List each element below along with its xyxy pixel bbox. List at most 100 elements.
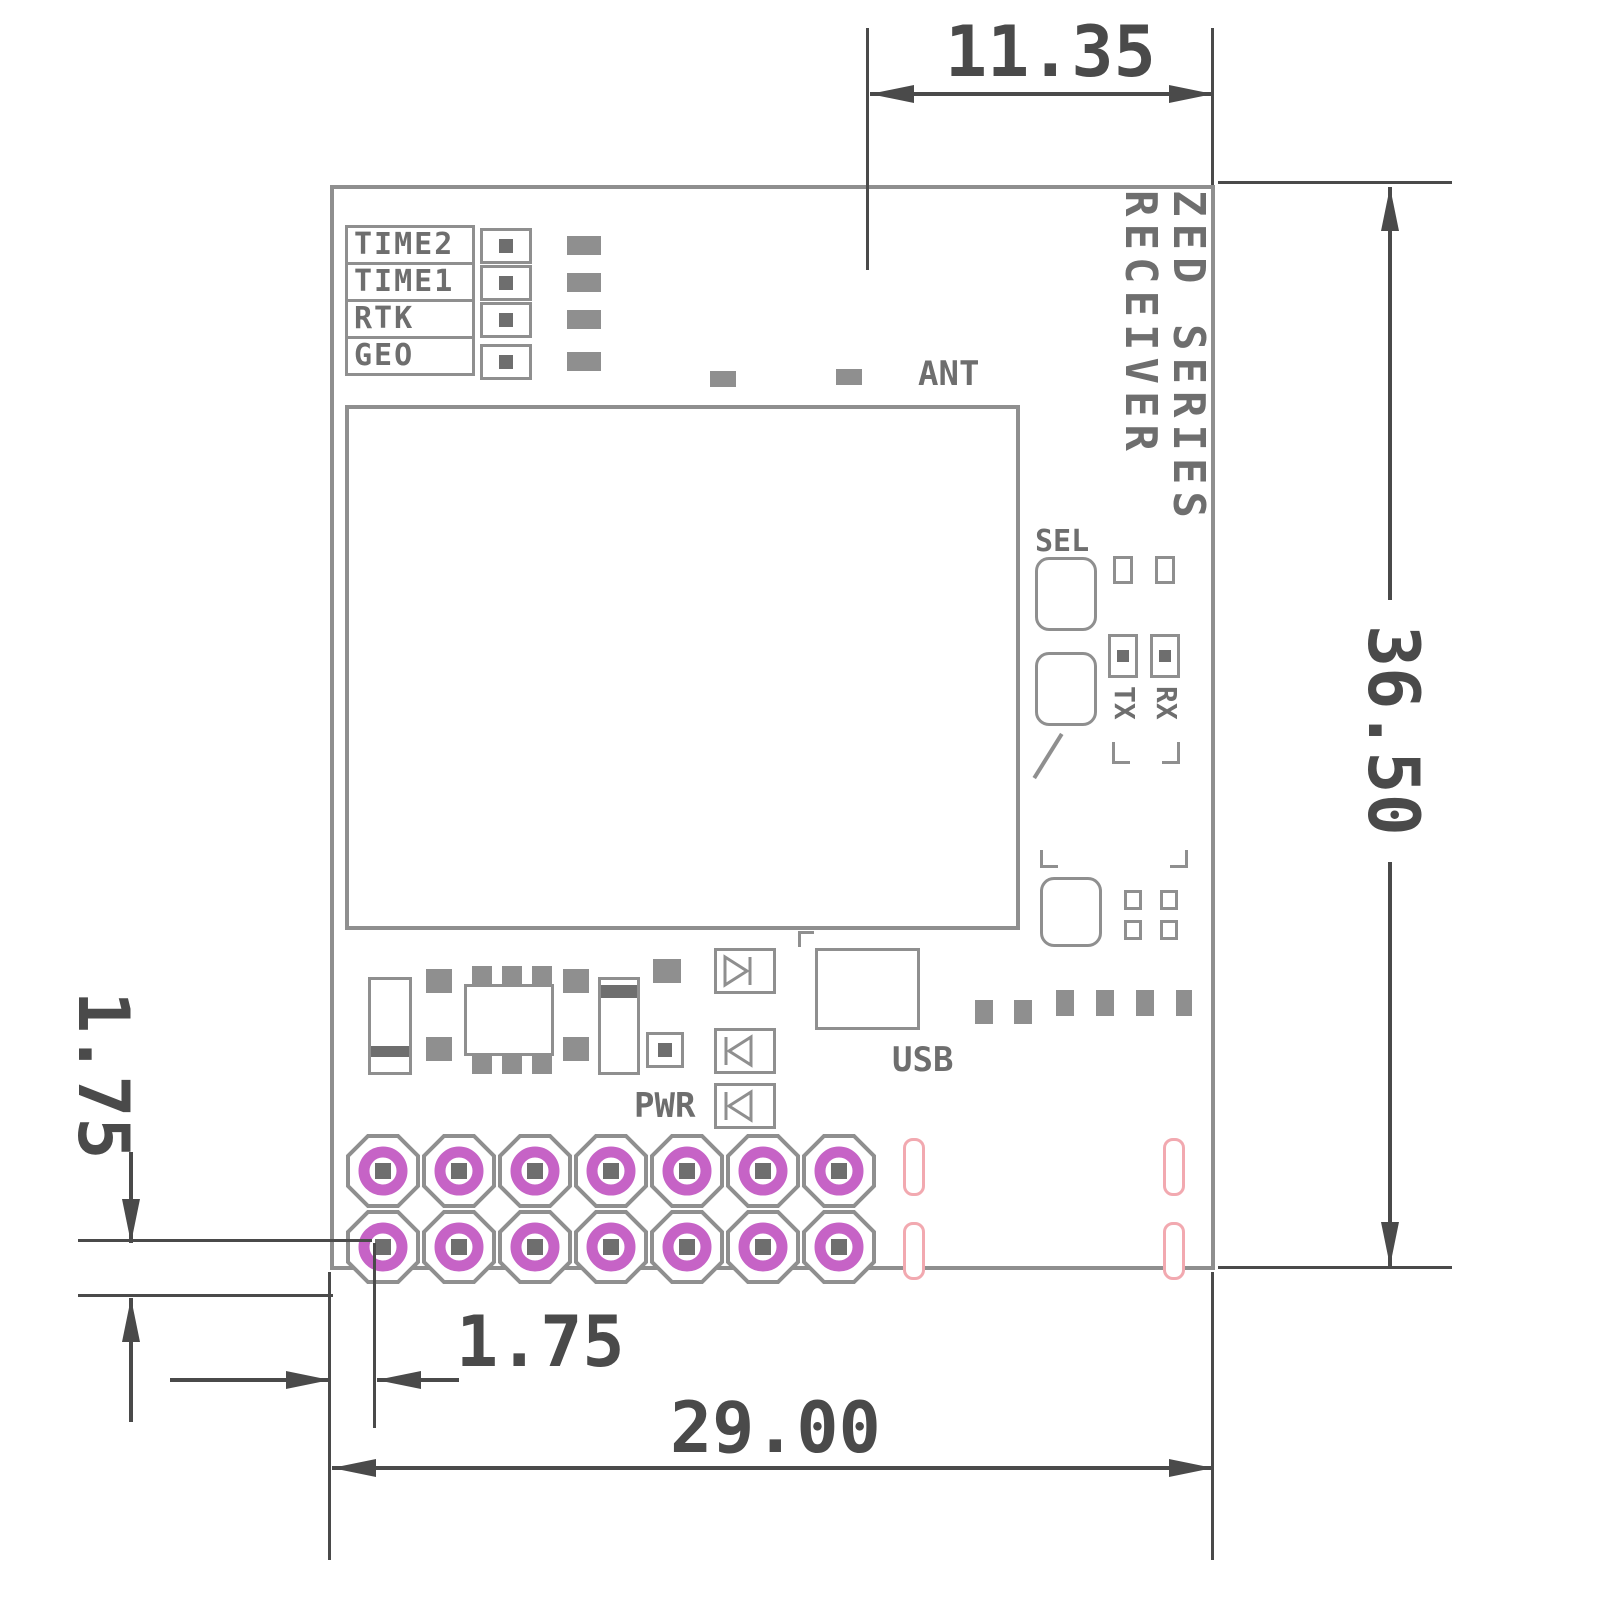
smd-pad-outline: [1160, 890, 1178, 910]
header-pin: [726, 1210, 800, 1284]
extension-line: [78, 1294, 333, 1297]
mount-slot: [1163, 1222, 1185, 1280]
button-footprint: [1035, 652, 1097, 726]
header-pin: [726, 1134, 800, 1208]
led-footprint: [480, 265, 532, 301]
silk-corner: [1170, 850, 1188, 868]
smd-pad: [710, 371, 736, 387]
sel-label: SEL: [1035, 524, 1090, 559]
dimension-line: [129, 1152, 133, 1243]
mount-slot: [903, 1222, 925, 1280]
smd-pad: [563, 969, 589, 993]
smd-pad-outline: [1155, 556, 1175, 584]
dimension-line: [332, 1466, 1213, 1470]
mount-slot: [1163, 1138, 1185, 1196]
dimension-line: [1388, 862, 1392, 1266]
extension-line: [373, 1243, 376, 1428]
diode-right-icon: [723, 954, 752, 988]
extension-line: [328, 1272, 331, 1560]
header-pin: [802, 1134, 876, 1208]
led-footprint: [480, 228, 532, 264]
diode-footprint: [714, 948, 776, 994]
led-label-box-time2: TIME2: [345, 225, 475, 265]
smd-pad: [426, 969, 452, 993]
led-pad-center: [499, 313, 513, 327]
ic-pin: [502, 966, 522, 986]
rx-label: RX: [1150, 686, 1183, 720]
sel-button-footprint: [1035, 557, 1097, 631]
tx-label: TX: [1108, 686, 1141, 720]
smd-pad: [1014, 1000, 1032, 1024]
led-pad-center: [499, 355, 513, 369]
arrowhead: [870, 85, 914, 103]
smd-pad: [567, 273, 601, 292]
dim-col-offset-text: 1.75: [456, 1301, 625, 1383]
header-pin: [422, 1210, 496, 1284]
header-pin: [650, 1134, 724, 1208]
diode-footprint: [714, 1028, 776, 1074]
ic-pin: [532, 1054, 552, 1074]
smd-pad-outline: [1124, 920, 1142, 940]
usb-connector: [815, 948, 920, 1030]
smd-pad: [1176, 990, 1192, 1016]
led-footprint: [480, 302, 532, 338]
diode-left-icon: [724, 1089, 753, 1123]
smd-pad: [1096, 990, 1114, 1016]
extension-line: [1211, 28, 1214, 185]
smd-pad: [1136, 990, 1154, 1016]
led-label-geo: GEO: [354, 338, 415, 373]
smd-pad: [567, 236, 601, 255]
led-label-rtk: RTK: [354, 301, 415, 336]
capacitor-footprint: [368, 977, 412, 1075]
pad-center: [658, 1043, 672, 1057]
ic-pin: [532, 966, 552, 986]
button-footprint: [1040, 877, 1102, 947]
regulator-ic-body: [464, 984, 554, 1056]
capacitor-polarity-band: [601, 985, 637, 998]
arrowhead: [332, 1459, 376, 1477]
extension-line: [1218, 1266, 1452, 1269]
led-pad-center: [499, 239, 513, 253]
header-pin: [346, 1210, 420, 1284]
silk-corner: [1040, 850, 1058, 868]
arrowhead: [1381, 1222, 1399, 1266]
module-outline: [345, 405, 1020, 930]
diode-footprint: [714, 1083, 776, 1129]
silk-corner: [798, 931, 814, 947]
smd-pad: [567, 352, 601, 371]
ic-pin: [502, 1054, 522, 1074]
extension-line: [78, 1239, 372, 1242]
led-pad-center: [1117, 650, 1129, 662]
board-title-line2: RECEIVER: [1115, 190, 1166, 458]
smd-pad: [426, 1037, 452, 1061]
ic-pin: [472, 966, 492, 986]
capacitor-polarity-band: [371, 1046, 409, 1057]
header-pin: [574, 1210, 648, 1284]
led-pad-center: [1159, 650, 1171, 662]
usb-label: USB: [892, 1040, 954, 1080]
header-pin: [498, 1210, 572, 1284]
dim-top-width-text: 11.35: [945, 11, 1156, 93]
led-label-time2: TIME2: [354, 227, 455, 262]
header-pin: [422, 1134, 496, 1208]
arrowhead: [1169, 1459, 1213, 1477]
arrowhead: [122, 1298, 140, 1342]
smd-pad: [563, 1037, 589, 1061]
mount-slot: [903, 1138, 925, 1196]
header-pin: [346, 1134, 420, 1208]
board-title-line1: ZED SERIES: [1163, 190, 1214, 525]
silk-corner: [1112, 742, 1130, 764]
dimension-line: [129, 1298, 133, 1422]
extension-line: [866, 28, 869, 270]
dimension-line: [870, 92, 1213, 96]
dim-board-width-text: 29.00: [670, 1387, 881, 1469]
diode-left-icon: [724, 1034, 753, 1068]
dim-right-height-text: 36.50: [1352, 625, 1434, 836]
extension-line: [1218, 181, 1452, 184]
smd-pad-outline: [1113, 556, 1133, 584]
smd-pad: [1056, 990, 1074, 1016]
smd-pad: [653, 959, 681, 983]
smd-pad-outline: [1124, 890, 1142, 910]
header-pin: [498, 1134, 572, 1208]
